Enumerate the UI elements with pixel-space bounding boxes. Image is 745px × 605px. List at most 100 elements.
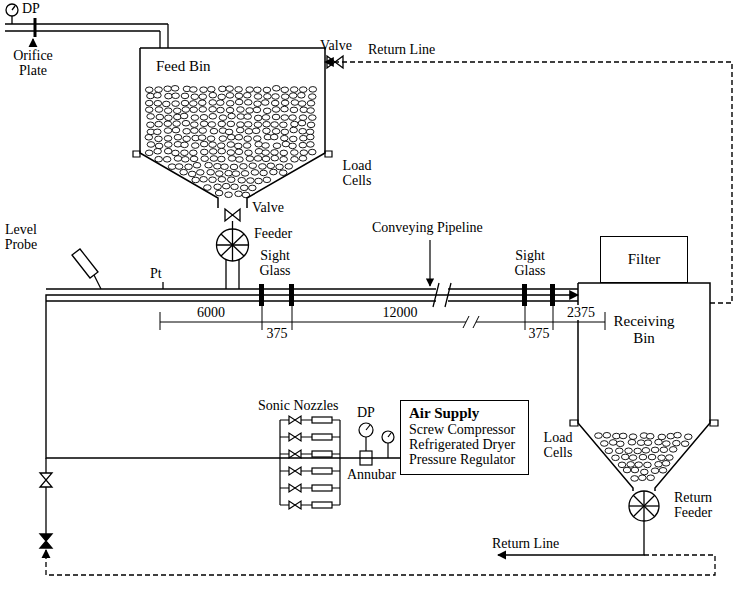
bulk-particle [193,162,201,168]
bulk-particle [165,142,173,148]
feed-valve [225,209,240,221]
bulk-particle [240,164,248,170]
bulk-particle [595,433,603,439]
bulk-particle [291,100,299,106]
bulk-particle [244,100,252,106]
bulk-particle [627,462,635,468]
bulk-particle [190,101,198,107]
bulk-particle [196,170,204,176]
bulk-particle [631,476,639,482]
supply-heading: Air Supply [409,405,520,422]
bulk-particle [307,142,315,148]
bulk-particle [191,115,199,121]
dimension: 2375 [565,305,597,320]
orifice-line [5,23,168,24]
bulk-particle [309,87,317,93]
line-label: Return Line [492,536,559,551]
bulk-particle [641,469,649,475]
annubar-gauge [387,443,388,458]
signal-label: Pt [150,266,162,281]
bulk-particle [271,155,279,161]
bulk-particle [228,113,236,119]
bulk-particle [181,150,189,156]
bulk-particle [154,148,162,154]
bulk-particle [655,461,663,467]
part-label: Valve [252,200,284,215]
bulk-particle [198,135,206,141]
bulk-particle [209,177,217,183]
node-title: Receiving Bin [609,313,679,346]
bulk-particle [246,108,254,114]
load-cell [570,420,578,426]
bulk-particle [245,150,253,156]
bulk-particle [281,129,289,135]
bulk-particle [631,467,639,473]
bulk-particle [651,447,659,453]
bulk-particle [289,93,297,99]
bulk-particle [291,156,299,162]
bulk-particle [254,87,262,93]
bulk-particle [155,107,163,113]
bulk-particle [155,156,163,162]
orifice-line [6,4,18,16]
bulk-particle [226,93,234,99]
bulk-particle [147,114,155,120]
bulk-particle [674,432,682,438]
bulk-particle [619,433,627,439]
sonic-nozzle [289,450,301,458]
bulk-particle [308,94,316,100]
bulk-particle [667,433,675,439]
bulk-particle [217,107,225,113]
gauge-label: DP [357,405,375,420]
bulk-particle [191,94,199,100]
bulk-particle [145,150,153,156]
bulk-particle [164,136,172,142]
bulk-particle [174,156,182,162]
bulk-particle [180,169,188,175]
sonic-nozzle [339,420,340,505]
bulk-particle [181,142,189,148]
bulk-particle [299,156,307,162]
bulk-particle [207,86,215,92]
bulk-particle [618,462,626,468]
bulk-particle [201,156,209,162]
bulk-particle [226,86,234,92]
bulk-particle [181,100,189,106]
air-supply-box: Air SupplyScrew CompressorRefrigerated D… [400,400,529,475]
bulk-particle [218,176,226,182]
bulk-particle [228,156,236,162]
part-label: Sight Glass [505,248,555,279]
level-probe [94,275,101,289]
bulk-particle [155,121,163,127]
bulk-particle [245,128,253,134]
bulk-particle [235,149,243,155]
pressure-tap [162,282,163,289]
bulk-particle [219,86,227,92]
bulk-particle [261,100,269,106]
bulk-particle [205,162,213,168]
conveying-pipe [46,288,578,289]
bulk-particle [299,128,307,134]
bulk-particle [181,93,189,99]
bulk-particle [200,149,208,155]
bulk-particle [272,107,280,113]
bulk-particle [642,448,650,454]
air-valve [40,458,52,548]
bulk-particle [281,106,289,112]
rotary-feeder [225,259,226,289]
bulk-particle [603,432,611,438]
dimension-line [473,316,479,328]
bulk-particle [154,129,162,135]
bulk-particle [262,143,270,149]
bulk-particle [173,108,181,114]
bulk-particle [155,87,163,93]
bulk-particle [263,177,271,183]
bulk-particle [183,136,191,142]
bulk-particle [217,143,225,149]
bulk-particle [174,114,182,120]
bulk-particle [651,468,659,474]
sonic-nozzle [312,502,332,508]
bulk-particle [199,107,207,113]
bulk-particle [222,183,230,189]
dimension-line [553,306,554,330]
